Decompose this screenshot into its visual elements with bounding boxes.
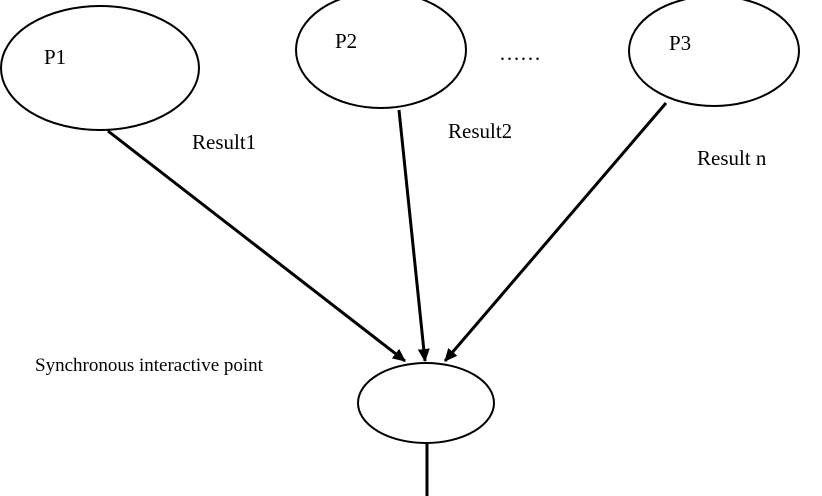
edge-label-result1: Result1 bbox=[192, 130, 256, 154]
node-sync bbox=[357, 362, 495, 444]
node-p3 bbox=[628, 0, 800, 107]
edge-p2-to-sync bbox=[397, 109, 430, 362]
sync-point-label: Synchronous interactive point bbox=[35, 355, 264, 376]
node-p2 bbox=[295, 0, 467, 109]
node-p1 bbox=[0, 5, 200, 131]
edge-p1-to-sync bbox=[107, 129, 406, 363]
edge-p3-to-sync bbox=[443, 102, 668, 362]
ellipsis-label: …… bbox=[499, 41, 541, 65]
node-p1-label: P1 bbox=[44, 45, 66, 69]
edge-label-result2: Result2 bbox=[448, 119, 512, 143]
edge-label-resultn: Result n bbox=[697, 146, 767, 170]
node-p3-label: P3 bbox=[669, 31, 691, 55]
node-p2-label: P2 bbox=[335, 29, 357, 53]
